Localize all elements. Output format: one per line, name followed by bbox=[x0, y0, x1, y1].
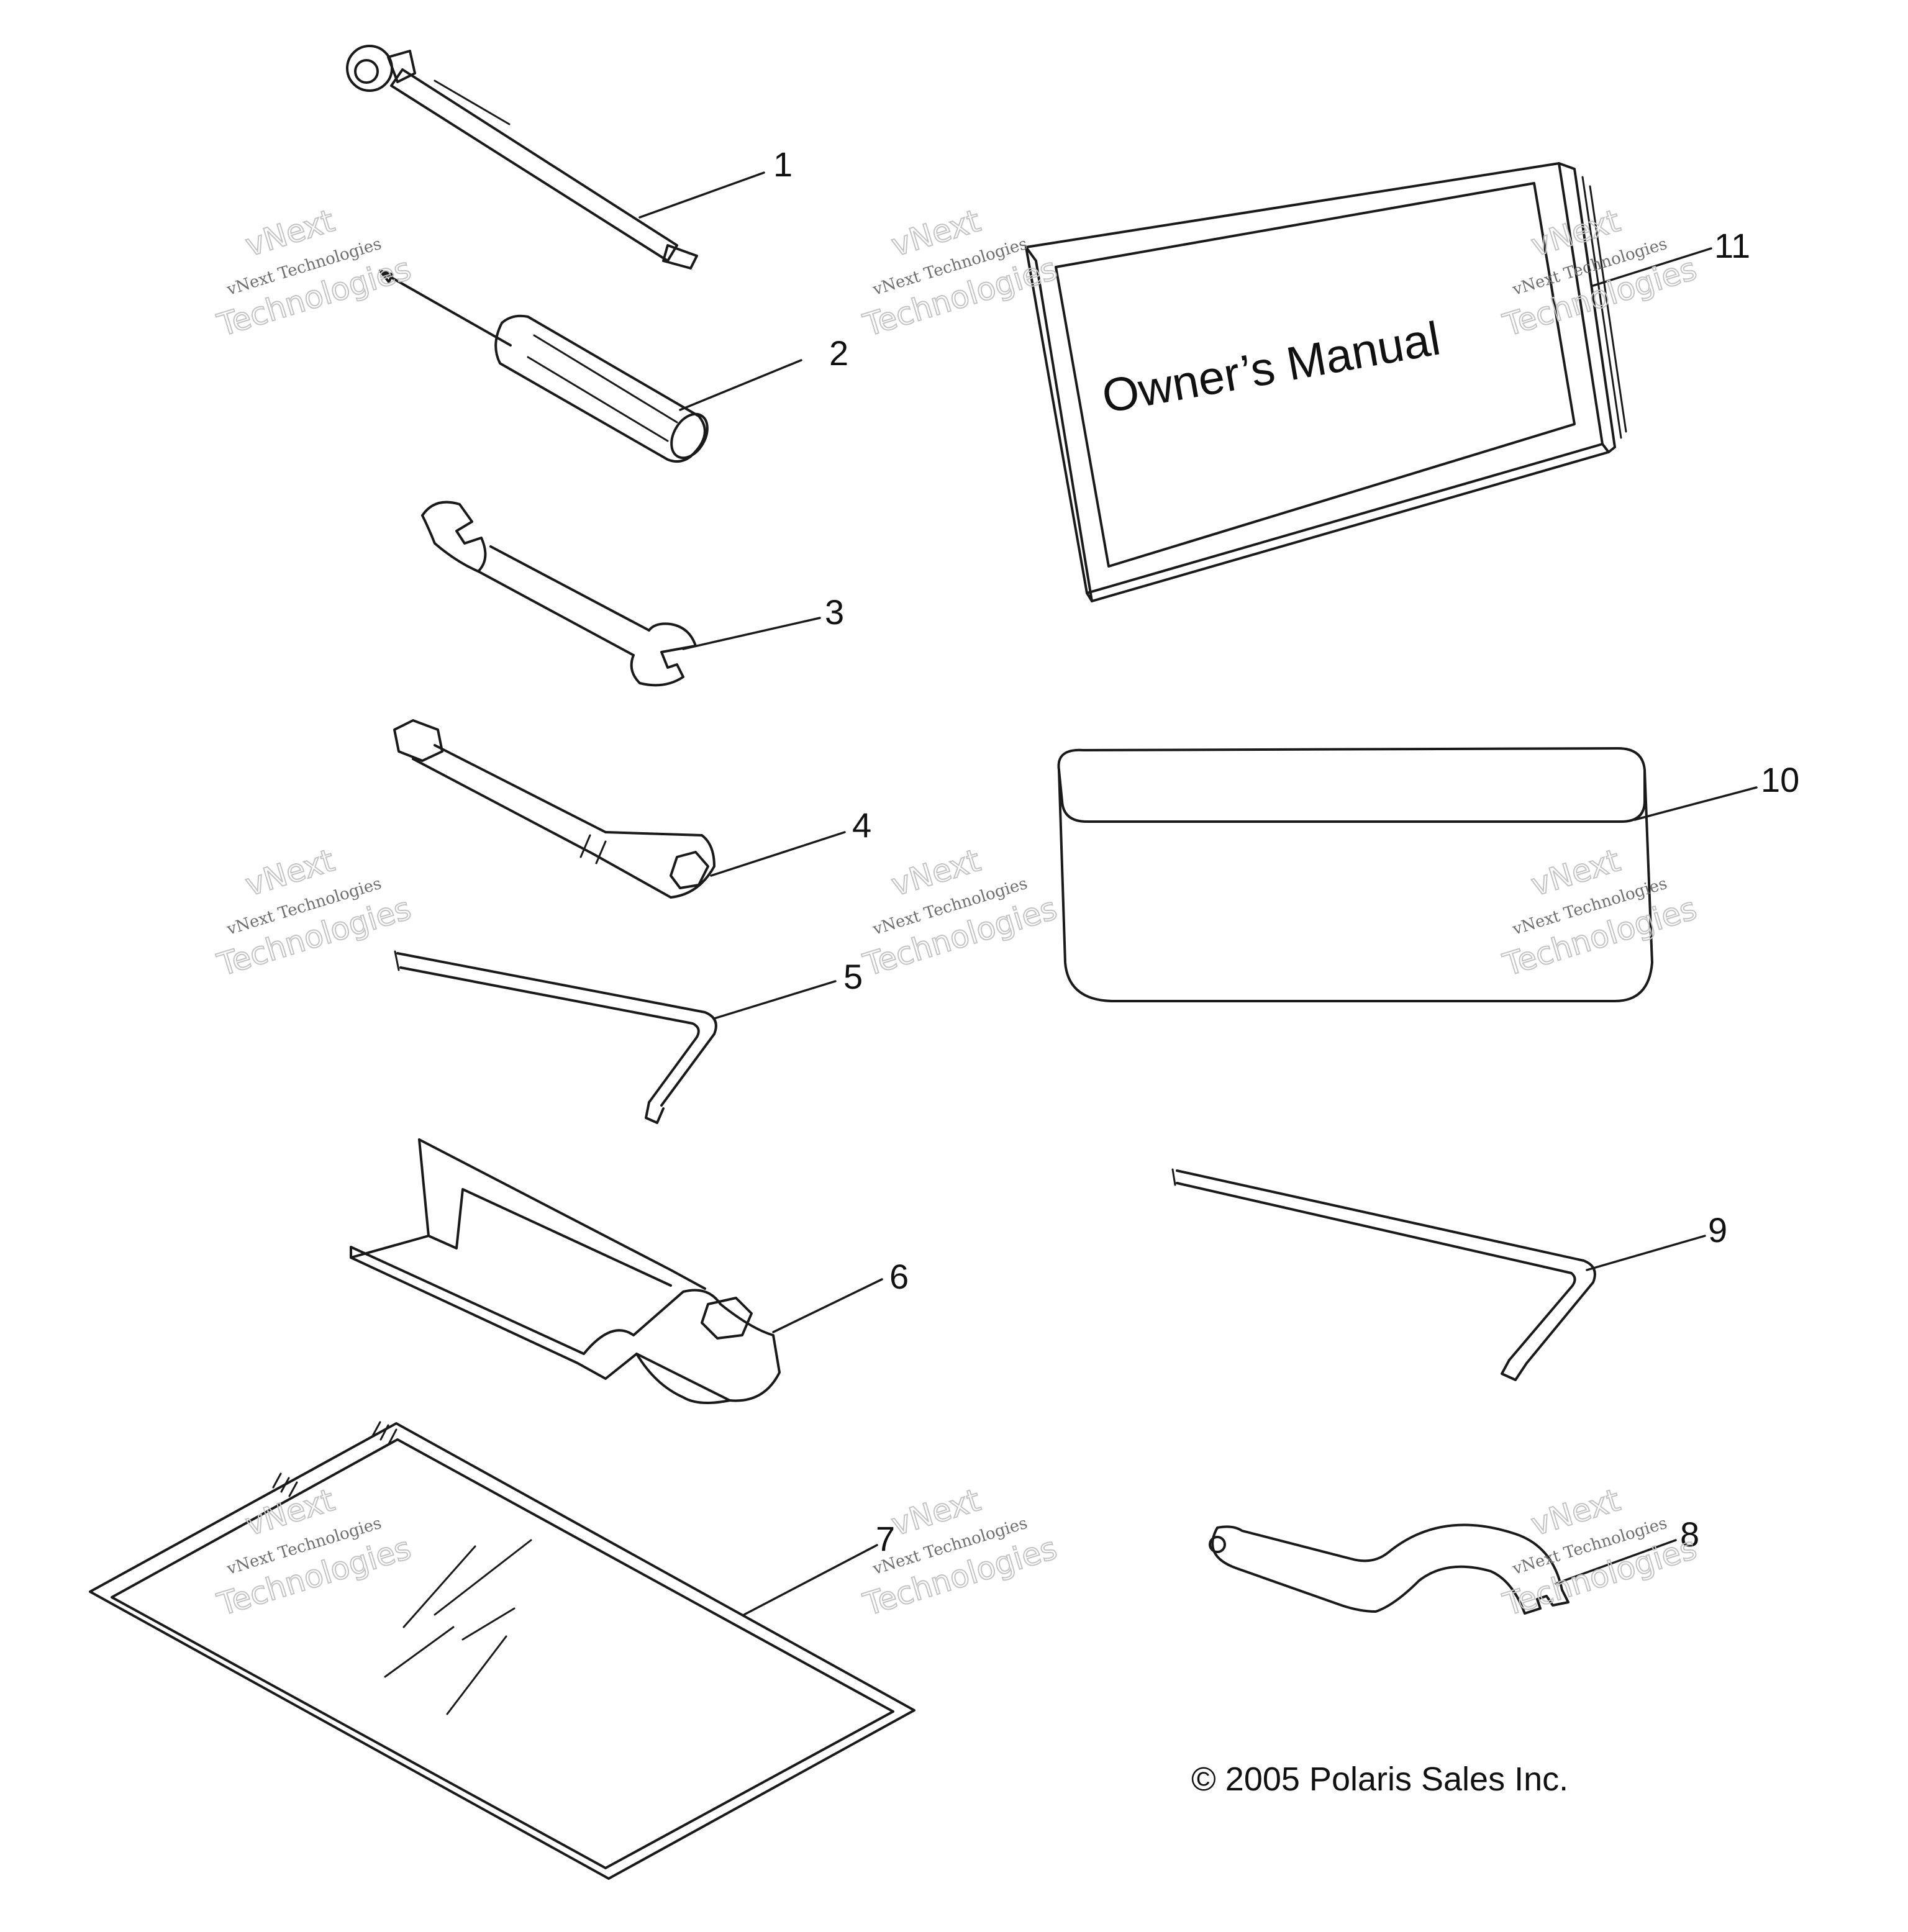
callout-3: 3 bbox=[825, 592, 844, 632]
copyright-notice: © 2005 Polaris Sales Inc. bbox=[1191, 1761, 1568, 1798]
leader-line-3 bbox=[682, 617, 821, 650]
watermark: vNext vNext Technologies Technologies bbox=[212, 1481, 416, 1623]
leader-line-10 bbox=[1633, 786, 1758, 821]
callout-10: 10 bbox=[1761, 760, 1799, 799]
spanner-wrench-icon bbox=[1209, 1523, 1570, 1615]
hex-key-large-icon bbox=[1171, 1168, 1596, 1381]
hex-key-small-icon bbox=[394, 950, 717, 1124]
tire-pressure-gauge-icon bbox=[346, 45, 698, 270]
open-end-wrench-icon bbox=[421, 501, 697, 687]
watermark: vNext vNext Technologies Technologies bbox=[1498, 1481, 1701, 1623]
callout-1: 1 bbox=[773, 145, 793, 184]
decal-sheet-icon bbox=[89, 1421, 915, 1880]
tool-pouch-icon bbox=[1057, 747, 1653, 1002]
tool-holder-wrench-icon bbox=[350, 1138, 781, 1404]
leader-line-4 bbox=[710, 831, 846, 877]
leader-line-6 bbox=[772, 1278, 883, 1333]
callout-5: 5 bbox=[843, 957, 863, 996]
callout-8: 8 bbox=[1680, 1515, 1699, 1554]
leader-line-9 bbox=[1586, 1235, 1706, 1271]
leader-line-11 bbox=[1592, 247, 1712, 287]
leader-line-7 bbox=[743, 1544, 878, 1616]
callout-2: 2 bbox=[829, 333, 848, 373]
callout-7: 7 bbox=[876, 1519, 895, 1558]
watermark: vNext vNext Technologies Technologies bbox=[1498, 841, 1701, 984]
screwdriver-icon bbox=[379, 270, 709, 463]
callout-6: 6 bbox=[889, 1257, 909, 1296]
watermark: vNext vNext Technologies Technologies bbox=[858, 841, 1061, 984]
watermark: vNext vNext Technologies Technologies bbox=[858, 1481, 1061, 1623]
watermark: vNext vNext Technologies Technologies bbox=[1498, 202, 1701, 344]
leader-line-5 bbox=[713, 980, 837, 1020]
manual-cover-title: Owner’s Manual bbox=[1098, 312, 1444, 423]
callout-9: 9 bbox=[1708, 1210, 1727, 1249]
leader-line-2 bbox=[679, 359, 802, 411]
watermark: vNext vNext Technologies Technologies bbox=[858, 202, 1061, 344]
watermark: vNext vNext Technologies Technologies bbox=[212, 202, 416, 344]
spark-plug-socket-wrench-icon bbox=[393, 719, 716, 899]
watermark: vNext vNext Technologies Technologies bbox=[212, 841, 416, 984]
leader-line-8 bbox=[1555, 1539, 1677, 1585]
callout-4: 4 bbox=[852, 805, 871, 845]
leader-line-1 bbox=[638, 171, 765, 219]
callout-11: 11 bbox=[1714, 226, 1750, 265]
